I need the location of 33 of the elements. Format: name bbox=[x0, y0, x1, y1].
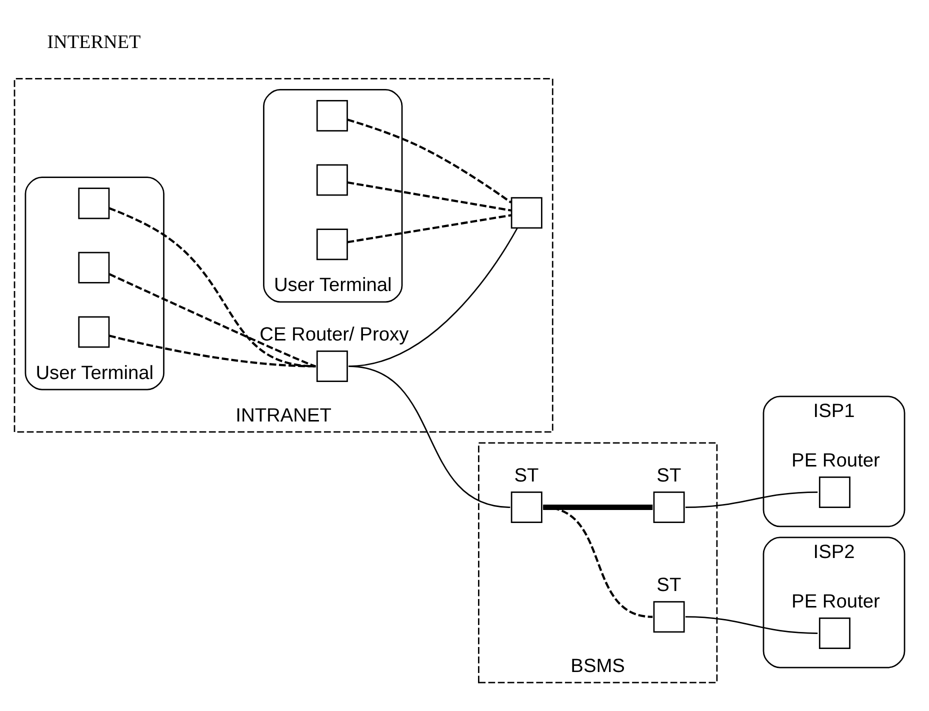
node-box bbox=[78, 251, 110, 283]
node-box bbox=[818, 617, 850, 649]
node-label: PE Router bbox=[791, 450, 880, 471]
node-box bbox=[316, 164, 348, 196]
node-box bbox=[510, 196, 542, 228]
label: INTERNET bbox=[46, 32, 140, 53]
node-box bbox=[818, 476, 850, 508]
connector bbox=[542, 504, 652, 510]
node-label: ST bbox=[656, 574, 681, 596]
connector bbox=[108, 334, 316, 367]
connector bbox=[348, 365, 510, 508]
node-label: ST bbox=[514, 465, 538, 486]
connector bbox=[684, 491, 818, 508]
node-box bbox=[652, 600, 684, 632]
connector bbox=[346, 180, 511, 212]
node-box bbox=[78, 316, 110, 348]
connector bbox=[108, 206, 316, 367]
node-box bbox=[316, 99, 348, 131]
connector bbox=[346, 118, 512, 203]
connector bbox=[542, 506, 652, 618]
connector bbox=[108, 272, 316, 367]
node-box bbox=[316, 228, 348, 260]
cluster: User Terminal bbox=[262, 88, 402, 302]
node-box bbox=[652, 491, 684, 523]
node-label: CE Router/ Proxy bbox=[259, 324, 408, 346]
node-box bbox=[510, 491, 542, 523]
cluster: User Terminal bbox=[24, 176, 164, 390]
connector bbox=[346, 214, 511, 243]
node-box bbox=[316, 350, 348, 382]
node-label: PE Router bbox=[791, 591, 880, 612]
node-box bbox=[78, 187, 110, 219]
node-label: ST bbox=[656, 465, 681, 486]
connector bbox=[684, 616, 818, 634]
